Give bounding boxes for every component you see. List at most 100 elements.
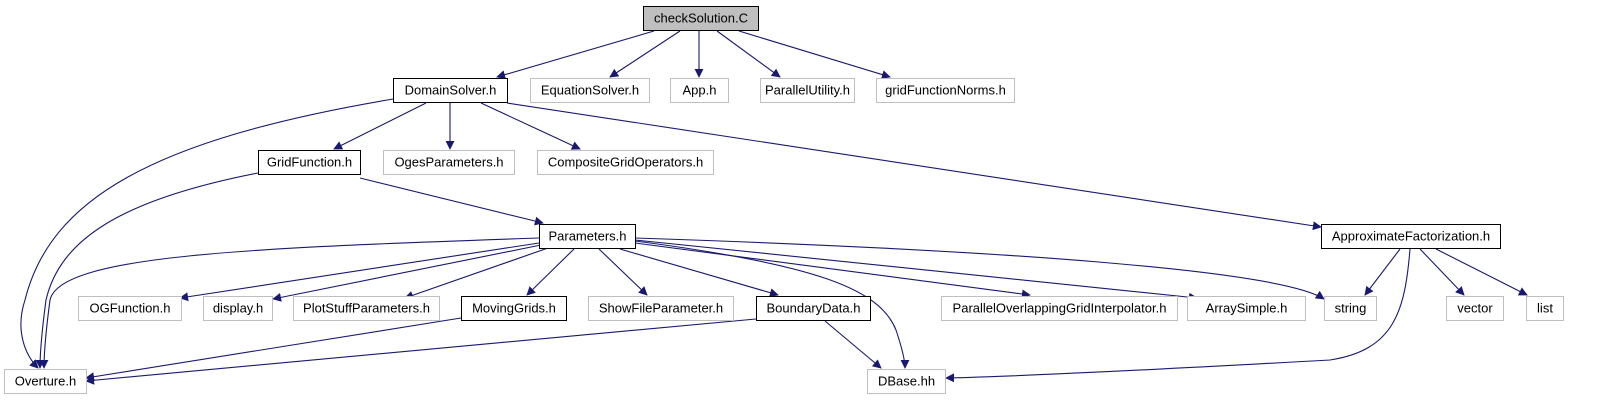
edge-ApproximateFactorization-to-string (1364, 248, 1401, 296)
node-label: Parameters.h (548, 228, 626, 243)
node-label: Overture.h (15, 373, 76, 388)
node-label: checkSolution.C (654, 10, 748, 25)
node-OgesParameters: OgesParameters.h (383, 150, 515, 175)
node-label: list (1537, 300, 1553, 315)
node-DBase: DBase.hh (867, 369, 946, 394)
edge-checkSolution-to-ParallelUtility (716, 30, 781, 78)
node-box (1321, 224, 1501, 249)
edge-DomainSolver-to-ApproximateFactorization (506, 102, 1322, 231)
node-box (78, 296, 182, 321)
edge-Parameters-to-BoundaryData (619, 248, 779, 298)
node-label: display.h (213, 300, 263, 315)
node-label: vector (1457, 300, 1493, 315)
edge-BoundaryData-to-Overture (85, 318, 757, 385)
edge-Parameters-to-ShowFileParameter (598, 248, 648, 296)
node-label: DBase.hh (878, 373, 935, 388)
node-box (258, 150, 361, 175)
node-label: OGFunction.h (90, 300, 171, 315)
edge-Parameters-to-display (272, 244, 542, 302)
edge-GridFunction-to-Overture (35, 172, 259, 369)
node-box (643, 6, 759, 31)
node-DomainSolver[interactable]: DomainSolver.h (393, 78, 508, 103)
node-App: App.h (670, 78, 729, 103)
node-ParallelUtility: ParallelUtility.h (760, 78, 855, 103)
node-label: BoundaryData.h (767, 300, 861, 315)
edge-Parameters-to-MovingGrids (526, 248, 575, 296)
node-box (876, 78, 1015, 103)
node-box (393, 78, 508, 103)
edge-ApproximateFactorization-to-DBase (945, 248, 1411, 383)
node-label: MovingGrids.h (472, 300, 556, 315)
node-label: App.h (683, 82, 717, 97)
node-label: gridFunctionNorms.h (885, 82, 1006, 97)
edge-Parameters-to-ArraySimple (634, 239, 1198, 302)
node-box (203, 296, 273, 321)
node-box (383, 150, 515, 175)
node-label: ApproximateFactorization.h (1332, 228, 1490, 243)
node-box (756, 296, 871, 321)
node-label: OgesParameters.h (394, 154, 503, 169)
node-box (539, 224, 636, 249)
node-label: DomainSolver.h (405, 82, 497, 97)
node-ApproximateFactorization[interactable]: ApproximateFactorization.h (1321, 224, 1501, 249)
edge-DomainSolver-to-CompositeGridOperators (480, 102, 581, 150)
node-GridFunction[interactable]: GridFunction.h (258, 150, 361, 175)
node-box (1324, 296, 1377, 321)
edge-checkSolution-to-gridFunctionNorms (738, 30, 891, 79)
node-vector: vector (1446, 296, 1504, 321)
node-Overture: Overture.h (4, 369, 87, 394)
node-box (588, 296, 734, 321)
edge-Parameters-to-OGFunction (179, 242, 540, 302)
node-box (941, 296, 1178, 321)
node-ArraySimple: ArraySimple.h (1187, 296, 1306, 321)
node-box (4, 369, 87, 394)
node-OGFunction: OGFunction.h (78, 296, 182, 321)
edge-DomainSolver-to-Overture (20, 98, 394, 369)
edge-Parameters-to-Overture (39, 237, 540, 369)
node-MovingGrids[interactable]: MovingGrids.h (461, 296, 567, 321)
node-label: EquationSolver.h (541, 82, 639, 97)
edge-Parameters-to-string (634, 237, 1325, 300)
edge-ApproximateFactorization-to-vector (1419, 248, 1465, 296)
edge-BoundaryData-to-DBase (824, 320, 882, 369)
node-CompositeGridOperators: CompositeGridOperators.h (537, 150, 714, 175)
node-label: CompositeGridOperators.h (548, 154, 703, 169)
node-string: string (1324, 296, 1377, 321)
node-box (461, 296, 567, 321)
node-BoundaryData[interactable]: BoundaryData.h (756, 296, 871, 321)
edge-MovingGrids-to-Overture (85, 317, 462, 382)
edge-checkSolution-to-DomainSolver (496, 30, 655, 80)
node-box (530, 78, 650, 103)
node-box (293, 296, 440, 321)
node-label: PlotStuffParameters.h (303, 300, 430, 315)
node-box (867, 369, 946, 394)
node-box (537, 150, 714, 175)
node-gridFunctionNorms: gridFunctionNorms.h (876, 78, 1015, 103)
node-box (760, 78, 855, 103)
edge-ApproximateFactorization-to-list (1435, 248, 1528, 296)
node-label: GridFunction.h (267, 154, 352, 169)
node-box (1187, 296, 1306, 321)
edge-Parameters-to-ParallelOverlappingGridInterpolator (634, 242, 1031, 299)
edge-GridFunction-to-Parameters (359, 177, 544, 226)
node-EquationSolver: EquationSolver.h (530, 78, 650, 103)
node-label: string (1335, 300, 1367, 315)
node-label: ArraySimple.h (1206, 300, 1288, 315)
edge-checkSolution-to-EquationSolver (609, 30, 681, 78)
node-label: ParallelOverlappingGridInterpolator.h (953, 300, 1167, 315)
node-ParallelOverlappingGridInterpolator: ParallelOverlappingGridInterpolator.h (941, 296, 1178, 321)
edge-DomainSolver-to-GridFunction (333, 102, 427, 150)
node-ShowFileParameter: ShowFileParameter.h (588, 296, 734, 321)
node-display: display.h (203, 296, 273, 321)
node-label: ShowFileParameter.h (599, 300, 723, 315)
node-box (670, 78, 729, 103)
node-Parameters[interactable]: Parameters.h (539, 224, 636, 249)
node-box (1526, 296, 1564, 321)
edges-layer (20, 30, 1528, 385)
node-PlotStuffParameters: PlotStuffParameters.h (293, 296, 440, 321)
edge-Parameters-to-PlotStuffParameters (404, 247, 549, 300)
node-list: list (1526, 296, 1564, 321)
node-checkSolution[interactable]: checkSolution.C (643, 6, 759, 31)
node-label: ParallelUtility.h (765, 82, 850, 97)
